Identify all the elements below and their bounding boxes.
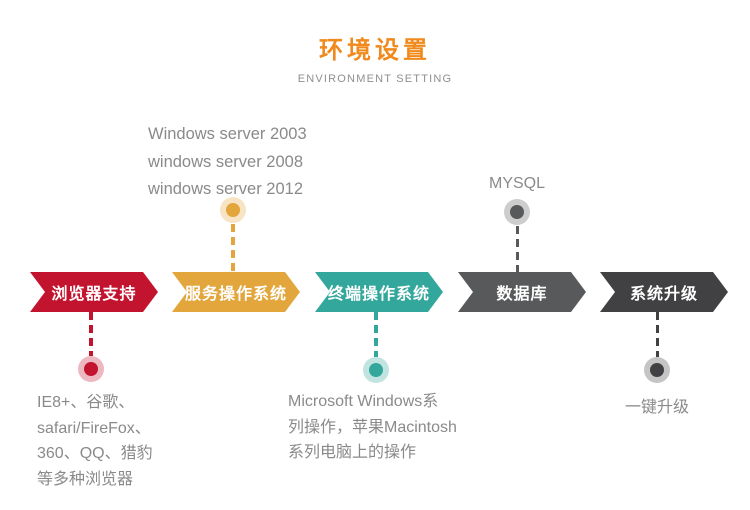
- annotation-line: 一键升级: [624, 399, 689, 416]
- annotation-line: 列操作，苹果Macintosh: [288, 418, 457, 436]
- dashed-connector-system-upgrade: [656, 312, 659, 357]
- banner-database-label: 数据库: [496, 286, 548, 303]
- banner-browser-support-label: 浏览器支持: [51, 286, 137, 303]
- annotation-line: MYSQL: [488, 175, 545, 192]
- dashed-connector-server-os: [231, 224, 235, 272]
- banner-server-os-label: 服务操作系统: [184, 286, 287, 303]
- dashed-connector-client-os: [374, 312, 378, 357]
- annotation-line: windows server 2012: [148, 180, 303, 198]
- annotation-line: IE8+、谷歌、: [37, 394, 135, 411]
- dot-browser-support: [84, 362, 98, 376]
- annotation-line: Microsoft Windows系: [288, 393, 439, 410]
- annotation-database: MYSQL: [458, 175, 576, 193]
- annotation-line: windows server 2008: [148, 152, 303, 171]
- dashed-connector-database: [516, 226, 519, 272]
- annotation-client-os: Microsoft Windows系 列操作，苹果Macintosh 系列电脑上…: [288, 389, 457, 466]
- page-subtitle: ENVIRONMENT SETTING: [297, 73, 453, 85]
- dot-system-upgrade: [650, 363, 664, 377]
- annotation-browser-support: IE8+、谷歌、 safari/FireFox、 360、QQ、猎豹 等多种浏览…: [37, 390, 153, 492]
- annotation-line: safari/FireFox、: [37, 419, 151, 437]
- annotation-system-upgrade: 一键升级: [597, 393, 717, 417]
- banner-system-upgrade: 系统升级: [600, 272, 728, 312]
- annotation-line: Windows server 2003: [148, 125, 307, 143]
- dot-database: [510, 205, 524, 219]
- banner-server-os: 服务操作系统: [172, 272, 300, 312]
- banner-client-os: 终端操作系统: [315, 272, 443, 312]
- dashed-connector-browser-support: [89, 312, 93, 356]
- banner-system-upgrade-label: 系统升级: [629, 286, 698, 303]
- dot-server-os: [226, 203, 240, 217]
- banner-browser-support: 浏览器支持: [30, 272, 158, 312]
- page-title: 环境设置: [319, 37, 431, 64]
- annotation-server-os: Windows server 2003 windows server 2008 …: [148, 121, 307, 204]
- banner-database: 数据库: [458, 272, 586, 312]
- annotation-line: 等多种浏览器: [37, 470, 134, 488]
- annotation-line: 360、QQ、猎豹: [37, 445, 153, 462]
- banner-client-os-label: 终端操作系统: [327, 286, 430, 303]
- annotation-line: 系列电脑上的操作: [288, 444, 417, 461]
- dot-client-os: [369, 363, 383, 377]
